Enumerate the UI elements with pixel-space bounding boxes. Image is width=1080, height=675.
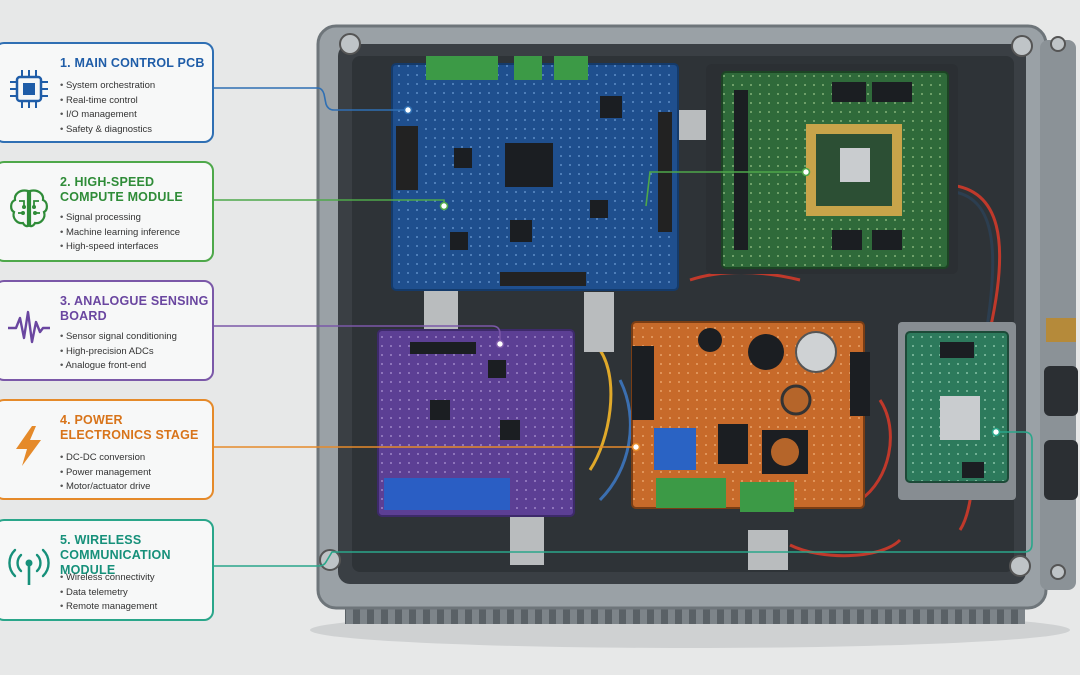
leader-dot-5: [991, 427, 1001, 437]
antenna-connector: [1046, 318, 1076, 342]
leader-line-5: [214, 431, 1033, 567]
list-item: System orchestration: [60, 79, 155, 94]
ribbon-cable: [584, 292, 614, 352]
chip: [500, 420, 520, 440]
chip: [590, 200, 608, 218]
list-item: I/O management: [60, 108, 155, 123]
inductor: [780, 384, 812, 416]
connector: [632, 346, 654, 420]
enclosure-right-wall: [1040, 40, 1076, 590]
capacitor: [748, 334, 784, 370]
memory-chip: [832, 82, 866, 102]
memory-chip: [832, 230, 862, 250]
callout-list: Signal processing Machine learning infer…: [60, 211, 180, 255]
connector: [850, 352, 870, 416]
connector: [410, 342, 476, 354]
terminal-block: [740, 482, 794, 512]
leader-dot-2: [439, 201, 449, 211]
chip: [454, 148, 472, 168]
ribbon-cable: [748, 530, 788, 570]
waveform-icon: [8, 310, 50, 344]
inductor: [771, 438, 799, 466]
list-item: Analogue front-end: [60, 359, 177, 374]
list-item: DC-DC conversion: [60, 451, 151, 466]
antenna-broadcast-icon: [8, 548, 50, 585]
callout-leader-lines: [214, 87, 1033, 567]
callout-card-analogue-sensing: 3. ANALOGUE SENSING BOARD Sensor signal …: [0, 280, 214, 381]
callout-card-power-electronics: 4. POWER ELECTRONICS STAGE DC-DC convers…: [0, 399, 214, 500]
callout-list: DC-DC conversion Power management Motor/…: [60, 451, 151, 495]
chip: [600, 96, 622, 118]
leader-line-3: [214, 325, 501, 344]
leader-line-1: [214, 87, 408, 111]
chip: [430, 400, 450, 420]
leader-dot-2b: [801, 167, 811, 177]
list-item: Real-time control: [60, 94, 155, 109]
callout-title: 1. MAIN CONTROL PCB: [60, 56, 205, 70]
leader-dot-1: [403, 105, 413, 115]
terminal-block: [384, 478, 510, 510]
connector: [734, 90, 748, 250]
callout-card-wireless-module: 5. WIRELESS COMMUNICATION MODULE Wireles…: [0, 519, 214, 621]
screw: [1009, 555, 1031, 577]
callout-card-compute-module: 2. HIGH-SPEED COMPUTE MODULE Signal proc…: [0, 161, 214, 262]
relay: [654, 428, 696, 470]
cable-gland: [1044, 440, 1078, 500]
screw: [339, 33, 361, 55]
leader-line-2b: [645, 171, 806, 207]
list-item: Power management: [60, 466, 151, 481]
callout-list: Wireless connectivity Data telemetry Rem…: [60, 571, 157, 615]
chip: [450, 232, 468, 250]
rf-module-shield: [940, 396, 980, 440]
chip: [510, 220, 532, 242]
screw: [319, 549, 341, 571]
list-item: Safety & diagnostics: [60, 123, 155, 138]
capacitor: [698, 328, 722, 352]
cpu-chip-icon: [10, 70, 48, 108]
chip: [718, 424, 748, 464]
memory-chip: [872, 230, 902, 250]
list-item: High-speed interfaces: [60, 240, 180, 255]
analogue-sensing-board: [377, 329, 575, 517]
list-item: Remote management: [60, 600, 157, 615]
screw: [1050, 36, 1066, 52]
chip: [940, 342, 974, 358]
list-item: Sensor signal conditioning: [60, 330, 177, 345]
list-item: Motor/actuator drive: [60, 480, 151, 495]
screw: [1011, 35, 1033, 57]
callout-list: Sensor signal conditioning High-precisio…: [60, 330, 177, 374]
callout-title: 4. POWER ELECTRONICS STAGE: [60, 413, 199, 442]
list-item: Signal processing: [60, 211, 180, 226]
leader-dot-4: [631, 442, 641, 452]
terminal-block: [656, 478, 726, 508]
terminal-block: [514, 56, 542, 80]
leader-dot-3: [495, 339, 505, 349]
terminal-block: [426, 56, 498, 80]
callout-title: 2. HIGH-SPEED COMPUTE MODULE: [60, 175, 183, 204]
screw: [1050, 564, 1066, 580]
callout-list: System orchestration Real-time control I…: [60, 79, 155, 137]
chip: [962, 462, 984, 478]
callout-card-main-control-pcb: 1. MAIN CONTROL PCB System orchestration…: [0, 42, 214, 143]
compute-die: [840, 148, 870, 182]
brain-circuit-icon: [10, 189, 48, 228]
callout-title: 3. ANALOGUE SENSING BOARD: [60, 294, 209, 323]
terminal-block: [554, 56, 588, 80]
main-cpu-chip: [505, 143, 553, 187]
connector: [396, 126, 418, 190]
cable-gland: [1044, 366, 1078, 416]
list-item: Wireless connectivity: [60, 571, 157, 586]
list-item: Data telemetry: [60, 586, 157, 601]
memory-chip: [872, 82, 912, 102]
list-item: High-precision ADCs: [60, 345, 177, 360]
list-item: Machine learning inference: [60, 226, 180, 241]
connector: [500, 272, 586, 286]
chip: [488, 360, 506, 378]
lightning-bolt-icon: [16, 426, 41, 466]
capacitor: [795, 331, 837, 373]
